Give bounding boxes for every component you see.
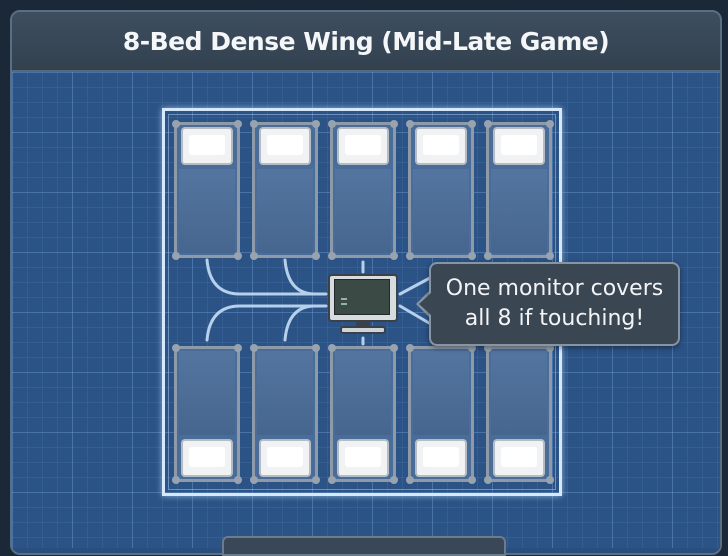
pillow: [493, 127, 545, 165]
bed-bottom-1[interactable]: [172, 344, 242, 484]
bed-bottom-5[interactable]: [484, 344, 554, 484]
blanket: [413, 169, 469, 253]
bed-top-2[interactable]: [250, 120, 320, 260]
blanket: [335, 169, 391, 253]
vitals-monitor-icon[interactable]: [328, 274, 398, 336]
pillow: [415, 439, 467, 477]
title-bar: 8-Bed Dense Wing (Mid-Late Game): [12, 12, 720, 72]
monitor-tooltip: One monitor covers all 8 if touching!: [429, 262, 680, 346]
blanket: [491, 351, 547, 435]
bed-bottom-3[interactable]: [328, 344, 398, 484]
bed-bottom-4[interactable]: [406, 344, 476, 484]
tooltip-line-2: all 8 if touching!: [464, 306, 645, 331]
pillow: [181, 127, 233, 165]
blanket: [413, 351, 469, 435]
tooltip-arrow-inner: [419, 293, 431, 315]
pillow: [259, 127, 311, 165]
tooltip-line-1: One monitor covers: [445, 276, 664, 301]
blanket: [179, 169, 235, 253]
bed-bottom-2[interactable]: [250, 344, 320, 484]
pillow: [259, 439, 311, 477]
pillow: [181, 439, 233, 477]
blanket: [335, 351, 391, 435]
blanket: [257, 169, 313, 253]
pillow: [493, 439, 545, 477]
bed-top-1[interactable]: [172, 120, 242, 260]
blanket: [257, 351, 313, 435]
bed-top-4[interactable]: [406, 120, 476, 260]
pillow: [337, 127, 389, 165]
blanket: [491, 169, 547, 253]
pillow: [337, 439, 389, 477]
pillow: [415, 127, 467, 165]
bed-top-3[interactable]: [328, 120, 398, 260]
blanket: [179, 351, 235, 435]
panel-title: 8-Bed Dense Wing (Mid-Late Game): [122, 26, 610, 56]
bed-top-5[interactable]: [484, 120, 554, 260]
bottom-tab[interactable]: [222, 536, 506, 556]
